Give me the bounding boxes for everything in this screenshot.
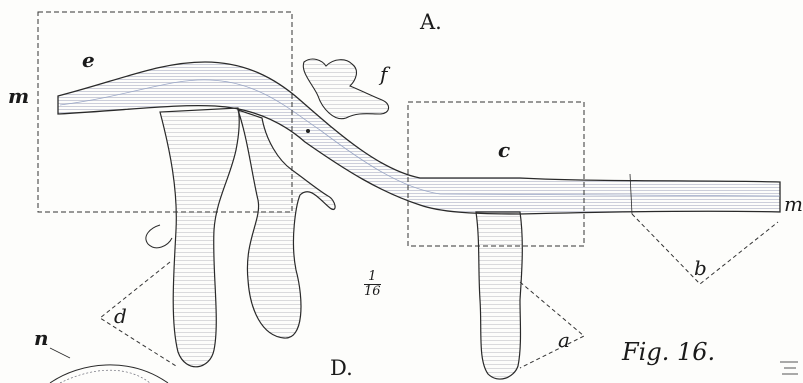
left-branches <box>146 108 335 367</box>
corner-mark <box>780 362 798 374</box>
n-leader-line <box>50 348 70 358</box>
label-m-left: m <box>8 86 29 106</box>
label-b: b <box>694 258 707 278</box>
right-branch <box>476 212 522 379</box>
panel-label-d: D. <box>330 358 353 379</box>
stem-mark <box>306 129 310 133</box>
panel-d-outline <box>50 365 168 383</box>
label-d: d <box>114 306 127 326</box>
label-e: e <box>82 50 95 70</box>
panel-d-detail <box>60 370 150 383</box>
label-n: n <box>34 328 49 348</box>
scale-denominator: 16 <box>364 285 381 298</box>
pointer-d <box>100 262 176 366</box>
label-m-right: m <box>784 194 803 214</box>
label-a: a <box>558 330 570 350</box>
bud-f <box>303 59 388 119</box>
pointer-a <box>520 282 584 368</box>
label-f: f <box>380 64 387 84</box>
label-c: c <box>498 140 510 160</box>
scale-fraction: 1 16 <box>364 270 381 298</box>
scale-numerator: 1 <box>364 270 381 285</box>
figure-caption: Fig. 16. <box>622 340 715 364</box>
panel-label-a: A. <box>420 12 442 33</box>
